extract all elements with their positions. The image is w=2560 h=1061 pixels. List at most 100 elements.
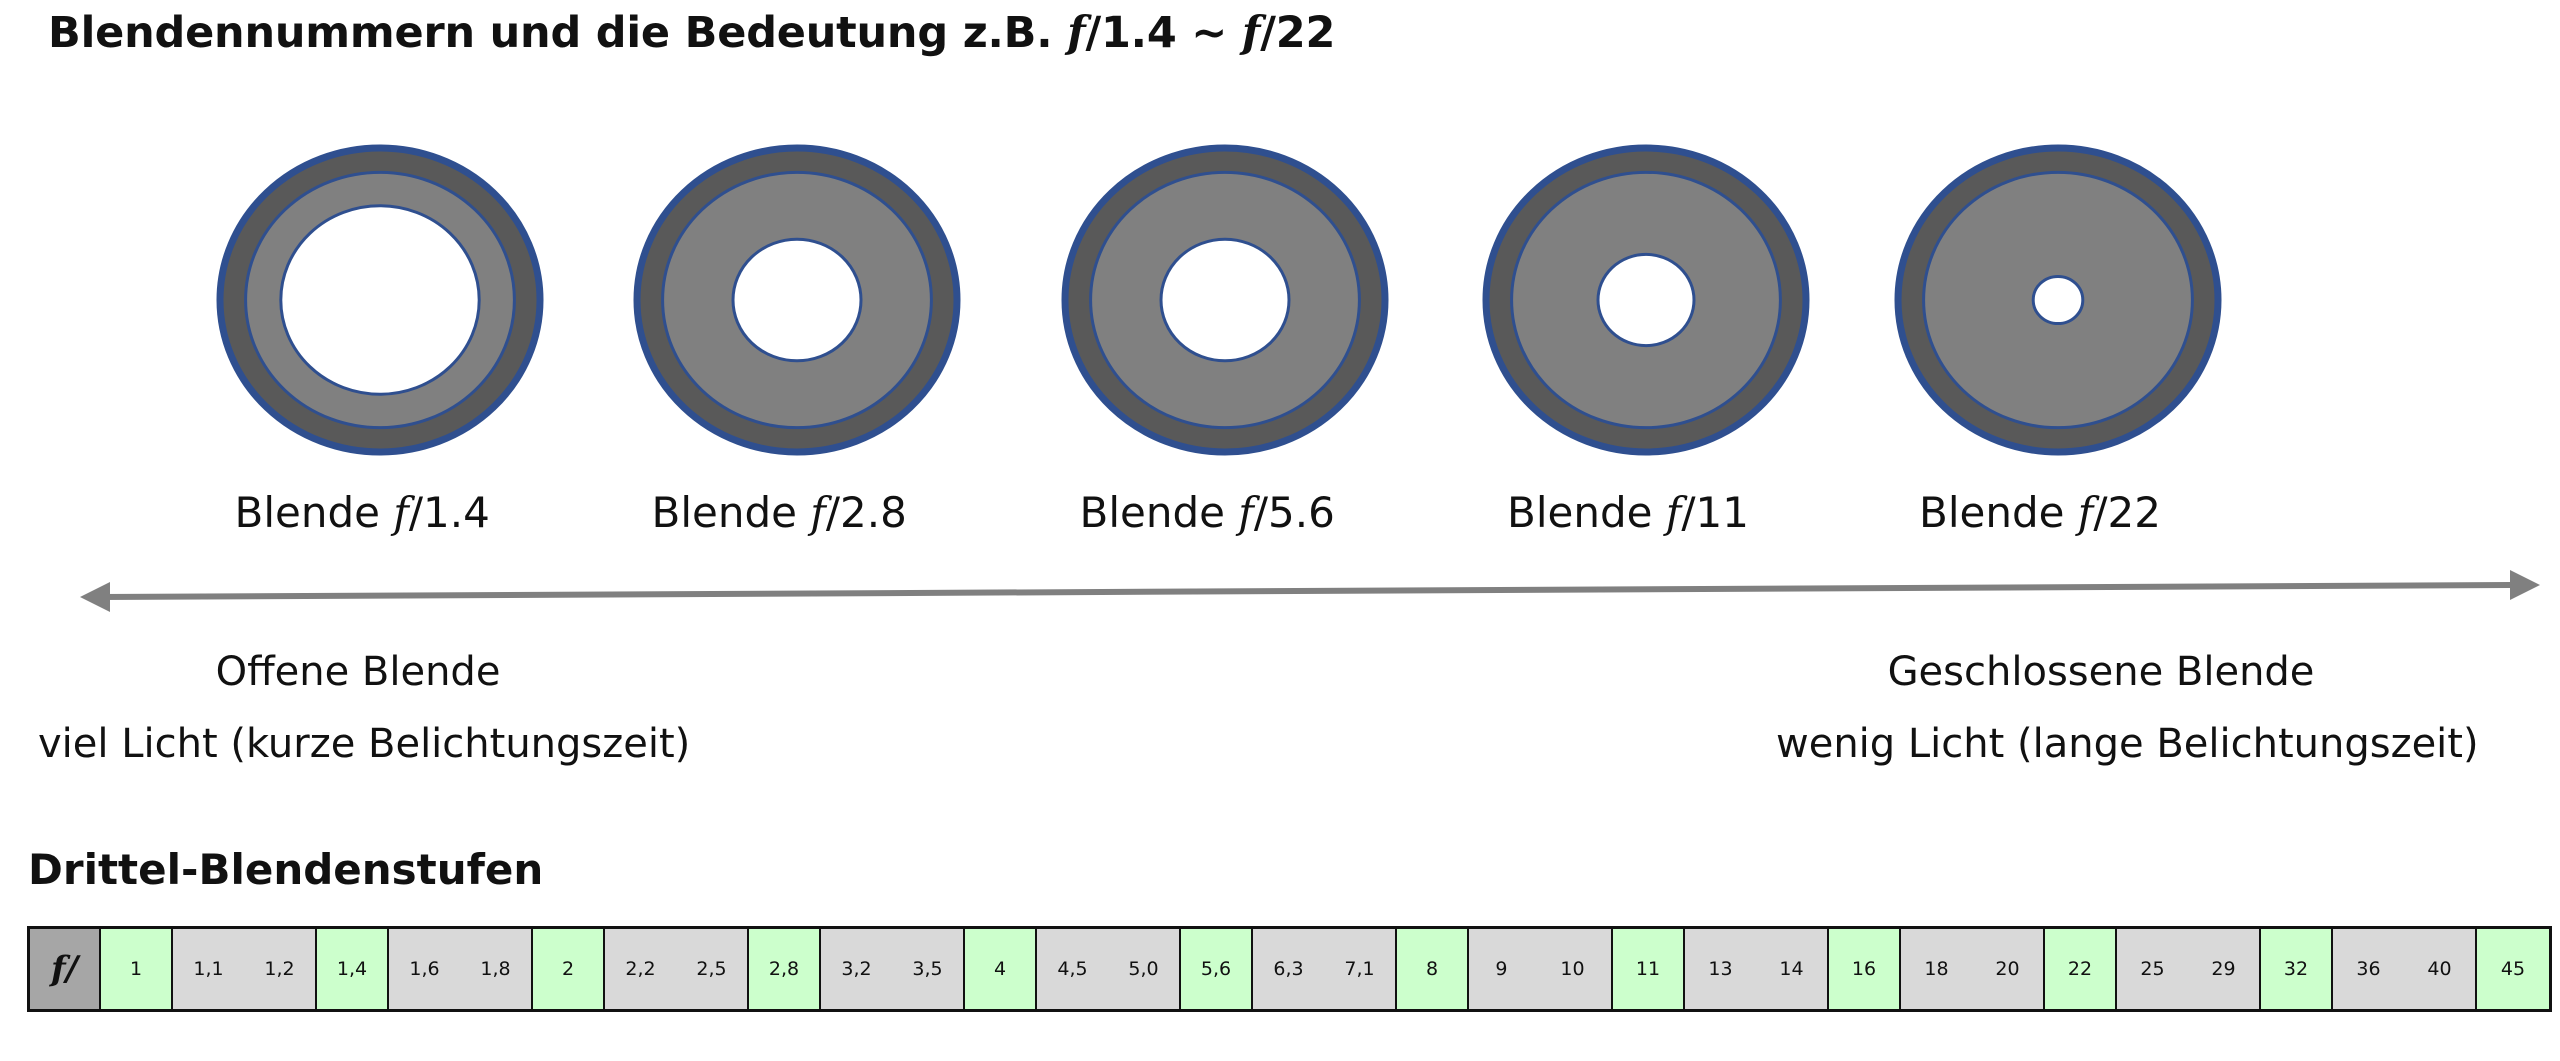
stop-value: 1,6 (409, 958, 440, 980)
aperture-label-value: /22 (2093, 488, 2161, 537)
stop-value: 29 (2211, 958, 2236, 980)
stop-value: 13 (1708, 958, 1733, 980)
aperture-label: Blende f/11 (1507, 488, 1749, 537)
stop-value: 2,8 (768, 958, 800, 980)
aperture-label-prefix: Blende (1919, 488, 2078, 537)
full-stop-cell: 5,6 (1181, 929, 1253, 1009)
aperture-label-value: /5.6 (1253, 488, 1335, 537)
third-stop-cell: 9 10 (1469, 929, 1613, 1009)
stop-value: 1,4 (336, 958, 368, 980)
aperture-opening (1159, 237, 1291, 363)
aperture-opening (1596, 252, 1696, 348)
third-stop-cell: 25 29 (2117, 929, 2261, 1009)
stop-value: 8 (1425, 958, 1439, 980)
aperture-label: Blende f/1.4 (235, 488, 490, 537)
stop-value: 5,6 (1200, 958, 1232, 980)
aperture-opening (2031, 274, 2085, 326)
stop-value: 3,5 (912, 958, 943, 980)
third-stop-cell: 13 14 (1685, 929, 1829, 1009)
stop-value: 22 (2067, 958, 2093, 980)
direction-arrow (80, 570, 2540, 612)
page-title: Blendennummern und die Bedeutung z.B. f/… (48, 8, 1336, 58)
aperture-label-f: f (393, 488, 409, 537)
third-stop-cell: 1,6 1,8 (389, 929, 533, 1009)
stop-value: 9 (1495, 958, 1508, 980)
aperture-5 (1894, 144, 2222, 456)
full-stop-cell: 8 (1397, 929, 1469, 1009)
arrow-left-head (80, 582, 110, 612)
stop-value: 1,8 (480, 958, 511, 980)
aperture-label-value: /2.8 (825, 488, 907, 537)
third-stop-cell: 2,2 2,5 (605, 929, 749, 1009)
full-stop-cell: 45 (2477, 929, 2549, 1009)
aperture-label-f: f (810, 488, 826, 537)
stop-value: 2 (561, 958, 575, 980)
aperture-label: Blende f/2.8 (652, 488, 907, 537)
full-stop-cell: 22 (2045, 929, 2117, 1009)
stop-value: 32 (2283, 958, 2309, 980)
aperture-label-prefix: Blende (1079, 488, 1239, 537)
stop-value: 1,1 (193, 958, 224, 980)
stop-value: 1 (129, 958, 143, 980)
stop-value: 45 (2500, 958, 2526, 980)
aperture-label-prefix: Blende (1507, 488, 1666, 537)
arrow-right-head (2510, 570, 2540, 600)
aperture-2 (633, 144, 961, 456)
aperture-label: Blende f/22 (1919, 488, 2161, 537)
stop-value: 14 (1779, 958, 1804, 980)
stop-value: 18 (1924, 958, 1949, 980)
stop-value: 16 (1851, 958, 1877, 980)
aperture-circles (216, 144, 2222, 456)
full-stop-cell: 1,4 (317, 929, 389, 1009)
stop-value: 10 (1560, 958, 1585, 980)
full-stop-cell: 4 (965, 929, 1037, 1009)
stop-value: 36 (2356, 958, 2381, 980)
aperture-diagram (80, 144, 2540, 612)
stop-value: 5,0 (1128, 958, 1159, 980)
stop-value: 3,2 (841, 958, 872, 980)
aperture-label: Blende f/5.6 (1080, 488, 1335, 537)
closed-aperture-title: Geschlossene Blende (1887, 649, 2315, 695)
open-aperture-title: Offene Blende (215, 649, 501, 695)
table-header-cell: f/ (30, 929, 101, 1009)
third-stop-cell: 1,1 1,2 (173, 929, 317, 1009)
stop-value: 7,1 (1344, 958, 1375, 980)
open-aperture-desc: viel Licht (kurze Belichtungszeit) (38, 721, 691, 767)
aperture-label-f: f (1665, 488, 1682, 537)
aperture-label-value: /1.4 (408, 488, 490, 537)
full-stop-cell: 2,8 (749, 929, 821, 1009)
stop-value: 2,2 (625, 958, 656, 980)
full-stop-cell: 16 (1829, 929, 1901, 1009)
stop-value: 6,3 (1273, 958, 1304, 980)
stop-value: 4 (993, 958, 1007, 980)
aperture-stops-table: f/ 1 1,1 1,2 1,4 1,6 1,8 2 2,2 2,5 2,8 3,2 3,5 4 4,5 5… (27, 926, 2552, 1012)
stop-value: 40 (2427, 958, 2452, 980)
aperture-label-f: f (1238, 488, 1254, 537)
full-stop-cell: 2 (533, 929, 605, 1009)
full-stop-cell: 1 (101, 929, 173, 1009)
stop-value: 1,2 (264, 958, 295, 980)
closed-aperture-desc: wenig Licht (lange Belichtungszeit) (1776, 721, 2479, 767)
open-aperture-text: Offene Blende viel Licht (kurze Belichtu… (38, 636, 691, 780)
aperture-3 (1061, 144, 1389, 456)
aperture-opening (279, 204, 481, 396)
aperture-label-prefix: Blende (234, 488, 394, 537)
stop-value: 4,5 (1057, 958, 1088, 980)
third-stop-cell: 36 40 (2333, 929, 2477, 1009)
full-stop-cell: 32 (2261, 929, 2333, 1009)
stop-value: 2,5 (696, 958, 727, 980)
stop-value: 11 (1635, 958, 1661, 980)
aperture-opening (731, 237, 863, 363)
aperture-label-value: /11 (1681, 488, 1749, 537)
third-stop-cell: 4,5 5,0 (1037, 929, 1181, 1009)
stop-value: 25 (2140, 958, 2165, 980)
stop-value: 20 (1995, 958, 2020, 980)
aperture-label-f: f (2077, 488, 2094, 537)
aperture-1 (216, 144, 544, 456)
full-stop-cell: 11 (1613, 929, 1685, 1009)
third-stop-cell: 3,2 3,5 (821, 929, 965, 1009)
closed-aperture-text: Geschlossene Blende wenig Licht (lange B… (1776, 636, 2479, 780)
aperture-4 (1482, 144, 1810, 456)
aperture-label-prefix: Blende (651, 488, 811, 537)
